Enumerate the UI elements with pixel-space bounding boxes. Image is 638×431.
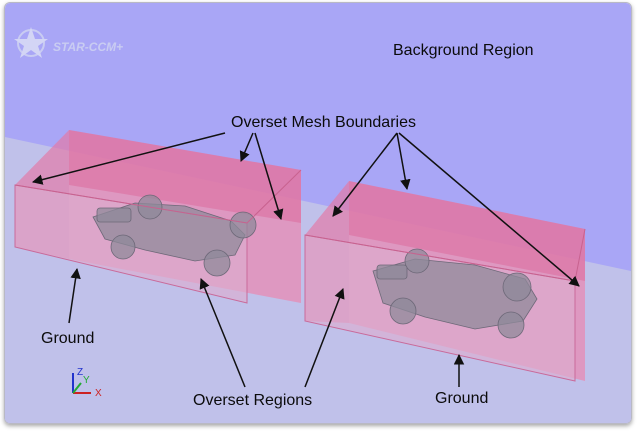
star-logo-icon [14,27,48,58]
label-ground-left: Ground [41,330,94,347]
annotation-arrows [31,132,580,388]
star-ccm-logo: STAR-CCM+ [14,27,123,58]
axis-x-label: X [95,388,102,399]
axis-y-line [72,382,82,394]
axis-y-label: Y [83,375,90,386]
axis-z-label: Z [77,367,83,378]
label-ground-right: Ground [435,390,488,407]
label-background-region: Background Region [393,42,534,59]
overset-box-right-top [349,181,585,281]
label-overset-regions: Overset Regions [193,392,312,409]
overset-region-right [304,181,586,382]
race-car-right [372,248,538,339]
axis-triad: Z Y X [72,367,102,399]
label-overset-mesh-boundaries: Overset Mesh Boundaries [231,114,416,131]
overset-region-left [14,130,302,304]
overset-box-left-top [69,130,301,223]
logo-text: STAR-CCM+ [53,40,123,54]
viewport[interactable]: STAR-CCM+ [4,2,632,424]
